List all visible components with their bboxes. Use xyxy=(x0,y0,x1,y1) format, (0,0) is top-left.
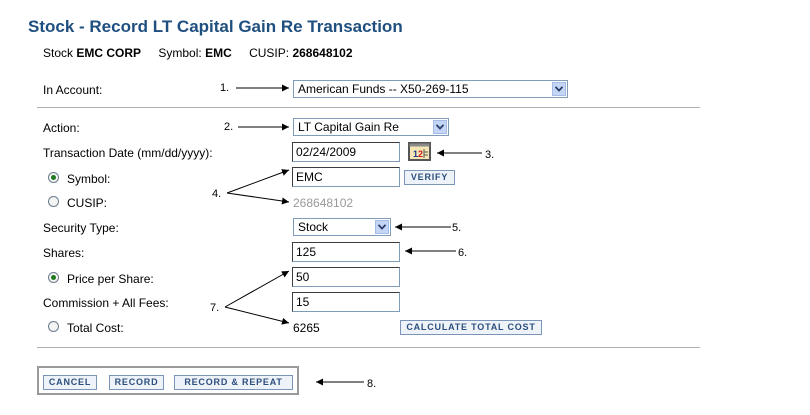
transaction-date-input[interactable]: 02/24/2009 xyxy=(292,142,400,162)
security-info: Stock EMC CORP Symbol: EMC CUSIP: 268648… xyxy=(43,46,353,60)
chevron-down-icon xyxy=(552,82,566,96)
price-per-share-label: Price per Share: xyxy=(67,272,154,286)
total-cost-value: 6265 xyxy=(293,321,320,335)
price-per-share-radio[interactable] xyxy=(48,272,59,283)
cancel-button[interactable]: CANCEL xyxy=(43,375,97,390)
chevron-down-icon xyxy=(375,220,389,234)
cusip-radio[interactable] xyxy=(48,196,59,207)
annotation-label: 3. xyxy=(485,149,495,161)
arrow-4b xyxy=(226,192,290,205)
calendar-icon[interactable]: 1 2 xyxy=(408,142,431,161)
account-select[interactable]: American Funds -- X50-269-115 xyxy=(293,80,568,98)
svg-text:1: 1 xyxy=(413,149,418,159)
symbol-radio-label: Symbol: xyxy=(67,172,111,186)
price-per-share-input[interactable]: 50 xyxy=(292,267,400,287)
action-label: Action: xyxy=(43,121,80,135)
record-and-repeat-button[interactable]: RECORD & REPEAT xyxy=(174,375,293,390)
cusip-label: CUSIP: xyxy=(249,46,290,60)
action-select[interactable]: LT Capital Gain Re xyxy=(293,118,449,136)
stock-name: EMC CORP xyxy=(76,46,142,60)
calculate-total-cost-button[interactable]: CALCULATE TOTAL COST xyxy=(400,320,542,335)
fees-label: Commission + All Fees: xyxy=(43,296,169,310)
annotation-label: 6. xyxy=(458,247,468,259)
action-buttons-group xyxy=(37,366,299,395)
annotation-label: 2. xyxy=(224,121,234,133)
shares-label: Shares: xyxy=(43,246,85,260)
cusip-radio-label: CUSIP: xyxy=(67,196,108,210)
arrow-7a xyxy=(224,270,290,308)
shares-input[interactable]: 125 xyxy=(292,242,400,262)
security-type-label: Security Type: xyxy=(43,221,119,235)
account-label: In Account: xyxy=(43,83,103,97)
symbol-value: EMC xyxy=(205,46,232,60)
total-cost-label: Total Cost: xyxy=(67,321,124,335)
symbol-radio[interactable] xyxy=(48,172,59,183)
fees-input[interactable]: 15 xyxy=(292,292,400,312)
annotation-label: 8. xyxy=(367,378,377,390)
symbol-label: Symbol: xyxy=(158,46,202,60)
date-label: Transaction Date (mm/dd/yyyy): xyxy=(43,146,213,160)
total-cost-radio[interactable] xyxy=(48,321,59,332)
divider-bottom xyxy=(37,347,700,348)
symbol-input[interactable]: EMC xyxy=(292,167,400,187)
record-button[interactable]: RECORD xyxy=(109,375,164,390)
arrow-7b xyxy=(224,306,290,325)
cusip-value: 268648102 xyxy=(292,46,353,60)
verify-button[interactable]: VERIFY xyxy=(404,170,455,185)
cusip-input[interactable]: 268648102 xyxy=(293,196,354,210)
stock-label: Stock xyxy=(43,46,74,60)
arrow-4a xyxy=(226,169,290,194)
annotation-label: 7. xyxy=(210,302,220,314)
annotation-label: 4. xyxy=(212,188,222,200)
account-select-value: American Funds -- X50-269-115 xyxy=(298,82,469,96)
annotation-label: 1. xyxy=(220,82,230,94)
security-type-select[interactable]: Stock xyxy=(293,218,391,236)
security-type-value: Stock xyxy=(298,220,329,234)
svg-text:2: 2 xyxy=(418,149,423,159)
action-select-value: LT Capital Gain Re xyxy=(298,120,399,134)
annotation-label: 5. xyxy=(452,222,462,234)
chevron-down-icon xyxy=(433,120,447,134)
divider-top xyxy=(37,107,700,108)
page-title: Stock - Record LT Capital Gain Re Transa… xyxy=(28,17,403,36)
